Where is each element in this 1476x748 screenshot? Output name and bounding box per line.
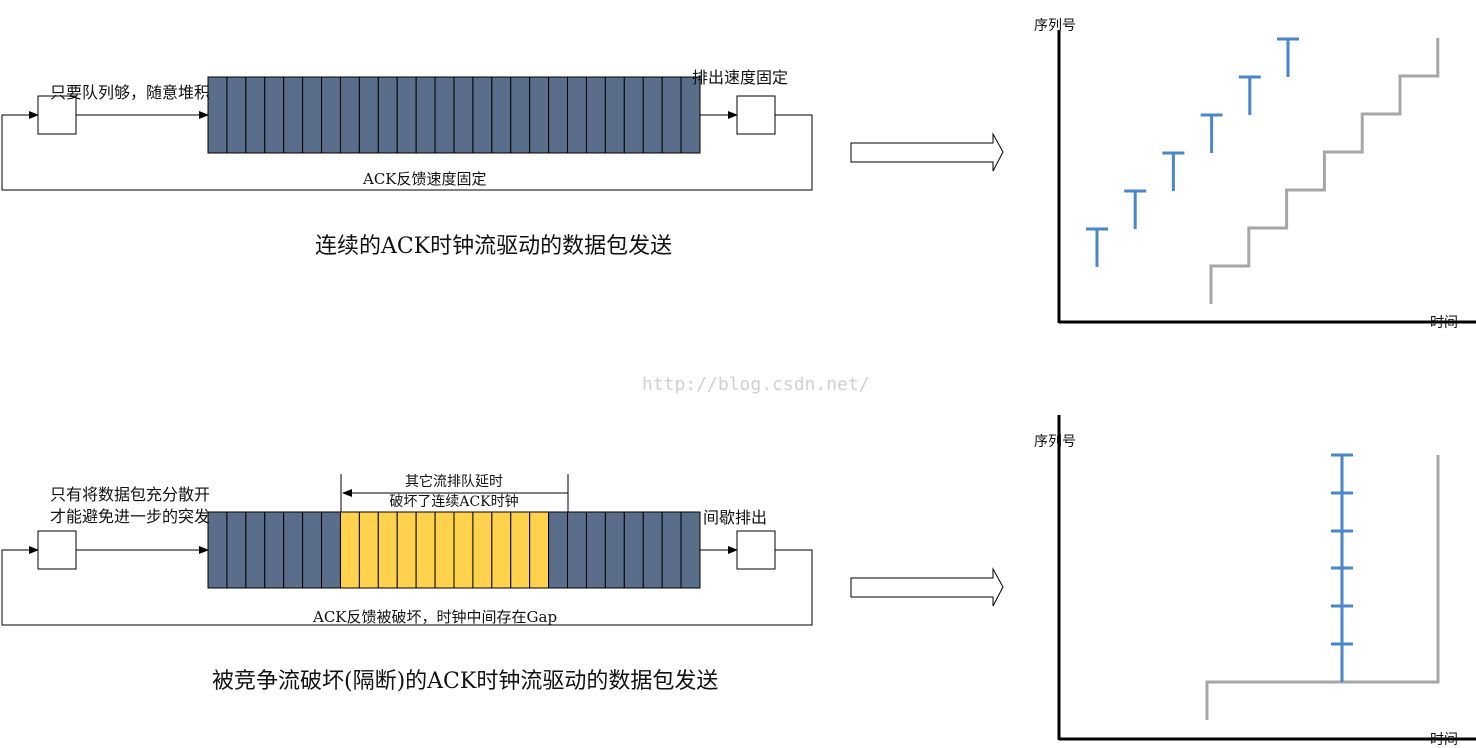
queue-cell [680,511,701,589]
bottom-transition-arrow [850,567,1004,607]
queue-cell [604,76,625,154]
queue-cell [245,76,266,154]
queue-cell [434,76,455,154]
queue-cell [302,76,323,154]
bottom-flow: 其它流排队延时 破坏了连续ACK时钟 只有将数据包充分散开 才能避免进一步的突发… [1,473,813,694]
queue-cell [548,511,569,589]
queue-cell [585,76,606,154]
bottom-label-ack: ACK反馈被破坏，时钟中间存在Gap [312,608,557,626]
queue-cell [472,76,493,154]
queue-cell [642,76,663,154]
queue-cell [567,511,587,589]
bottom-sender-box [37,530,77,570]
bottom-caption: 被竞争流破坏(隔断)的ACK时钟流驱动的数据包发送 [212,669,718,694]
bottom-queue [207,511,701,589]
queue-cell [623,511,644,589]
queue-cell [680,76,701,154]
queue-cell-other-flow [510,511,531,589]
queue-cell [302,511,323,589]
queue-cell-other-flow [529,511,550,589]
bottom-label-spread-line1: 只有将数据包充分散开 [50,485,210,504]
top-queue [207,76,701,154]
queue-cell [623,76,644,154]
queue-cell-other-flow [434,511,455,589]
queue-cell [321,511,341,589]
queue-cell [529,76,550,154]
queue-cell [283,511,304,589]
top-transition-arrow [850,132,1004,172]
top-chart: 序列号 时间 [1034,18,1476,331]
queue-cell [245,511,266,589]
top-chart-ylabel: 序列号 [1034,18,1076,34]
queue-cell [661,76,682,154]
queue-cell [226,511,247,589]
queue-cell [453,76,474,154]
bottom-receiver-box [736,530,776,570]
queue-cell-other-flow [453,511,474,589]
queue-cell [358,76,379,154]
other-flow-label-line2: 破坏了连续ACK时钟 [389,493,518,510]
bottom-label-spread-line2: 才能避免进一步的突发 [50,507,210,526]
top-chart-ack-staircase [1209,37,1440,304]
queue-cell [377,76,398,154]
bottom-chart-xlabel: 时间 [1430,732,1458,748]
queue-cell-other-flow [396,511,417,589]
queue-cell [491,76,512,154]
bottom-chart-burst-ticks [1331,453,1353,646]
bottom-label-drain: 间歇排出 [703,508,767,527]
top-label-drain: 排出速度固定 [692,68,788,87]
queue-cell [642,511,663,589]
queue-cell-other-flow [377,511,398,589]
top-chart-xlabel: 时间 [1430,315,1458,331]
top-label-accumulate: 只要队列够，随意堆积 [50,83,210,102]
top-chart-send-ticks [1086,37,1299,267]
queue-cell [548,76,569,154]
queue-cell-other-flow [491,511,512,589]
top-label-ack: ACK反馈速度固定 [362,170,487,188]
queue-cell [207,76,228,154]
queue-cell [661,511,682,589]
queue-cell [264,76,285,154]
queue-cell [339,76,360,154]
queue-cell [567,76,587,154]
bottom-chart-ylabel: 序列号 [1034,434,1076,450]
queue-cell [283,76,304,154]
top-receiver-box [736,95,776,135]
queue-cell [510,76,531,154]
queue-cell [321,76,341,154]
other-flow-label-line1: 其它流排队延时 [405,473,503,490]
queue-cell [207,511,228,589]
queue-cell [415,76,436,154]
watermark: http://blog.csdn.net/ [642,374,870,395]
queue-cell [264,511,285,589]
queue-cell-other-flow [358,511,379,589]
queue-cell [396,76,417,154]
queue-cell-other-flow [472,511,493,589]
queue-cell-other-flow [415,511,436,589]
bottom-chart: 序列号 时间 [1034,415,1476,748]
bottom-chart-ack-path [1205,455,1440,720]
queue-cell [226,76,247,154]
queue-cell [604,511,625,589]
queue-cell-other-flow [339,511,360,589]
top-caption: 连续的ACK时钟流驱动的数据包发送 [315,234,672,259]
queue-cell [585,511,606,589]
top-flow: 只要队列够，随意堆积 排出速度固定 ACK反馈速度固定 连续的ACK时钟流驱动的… [1,68,813,259]
